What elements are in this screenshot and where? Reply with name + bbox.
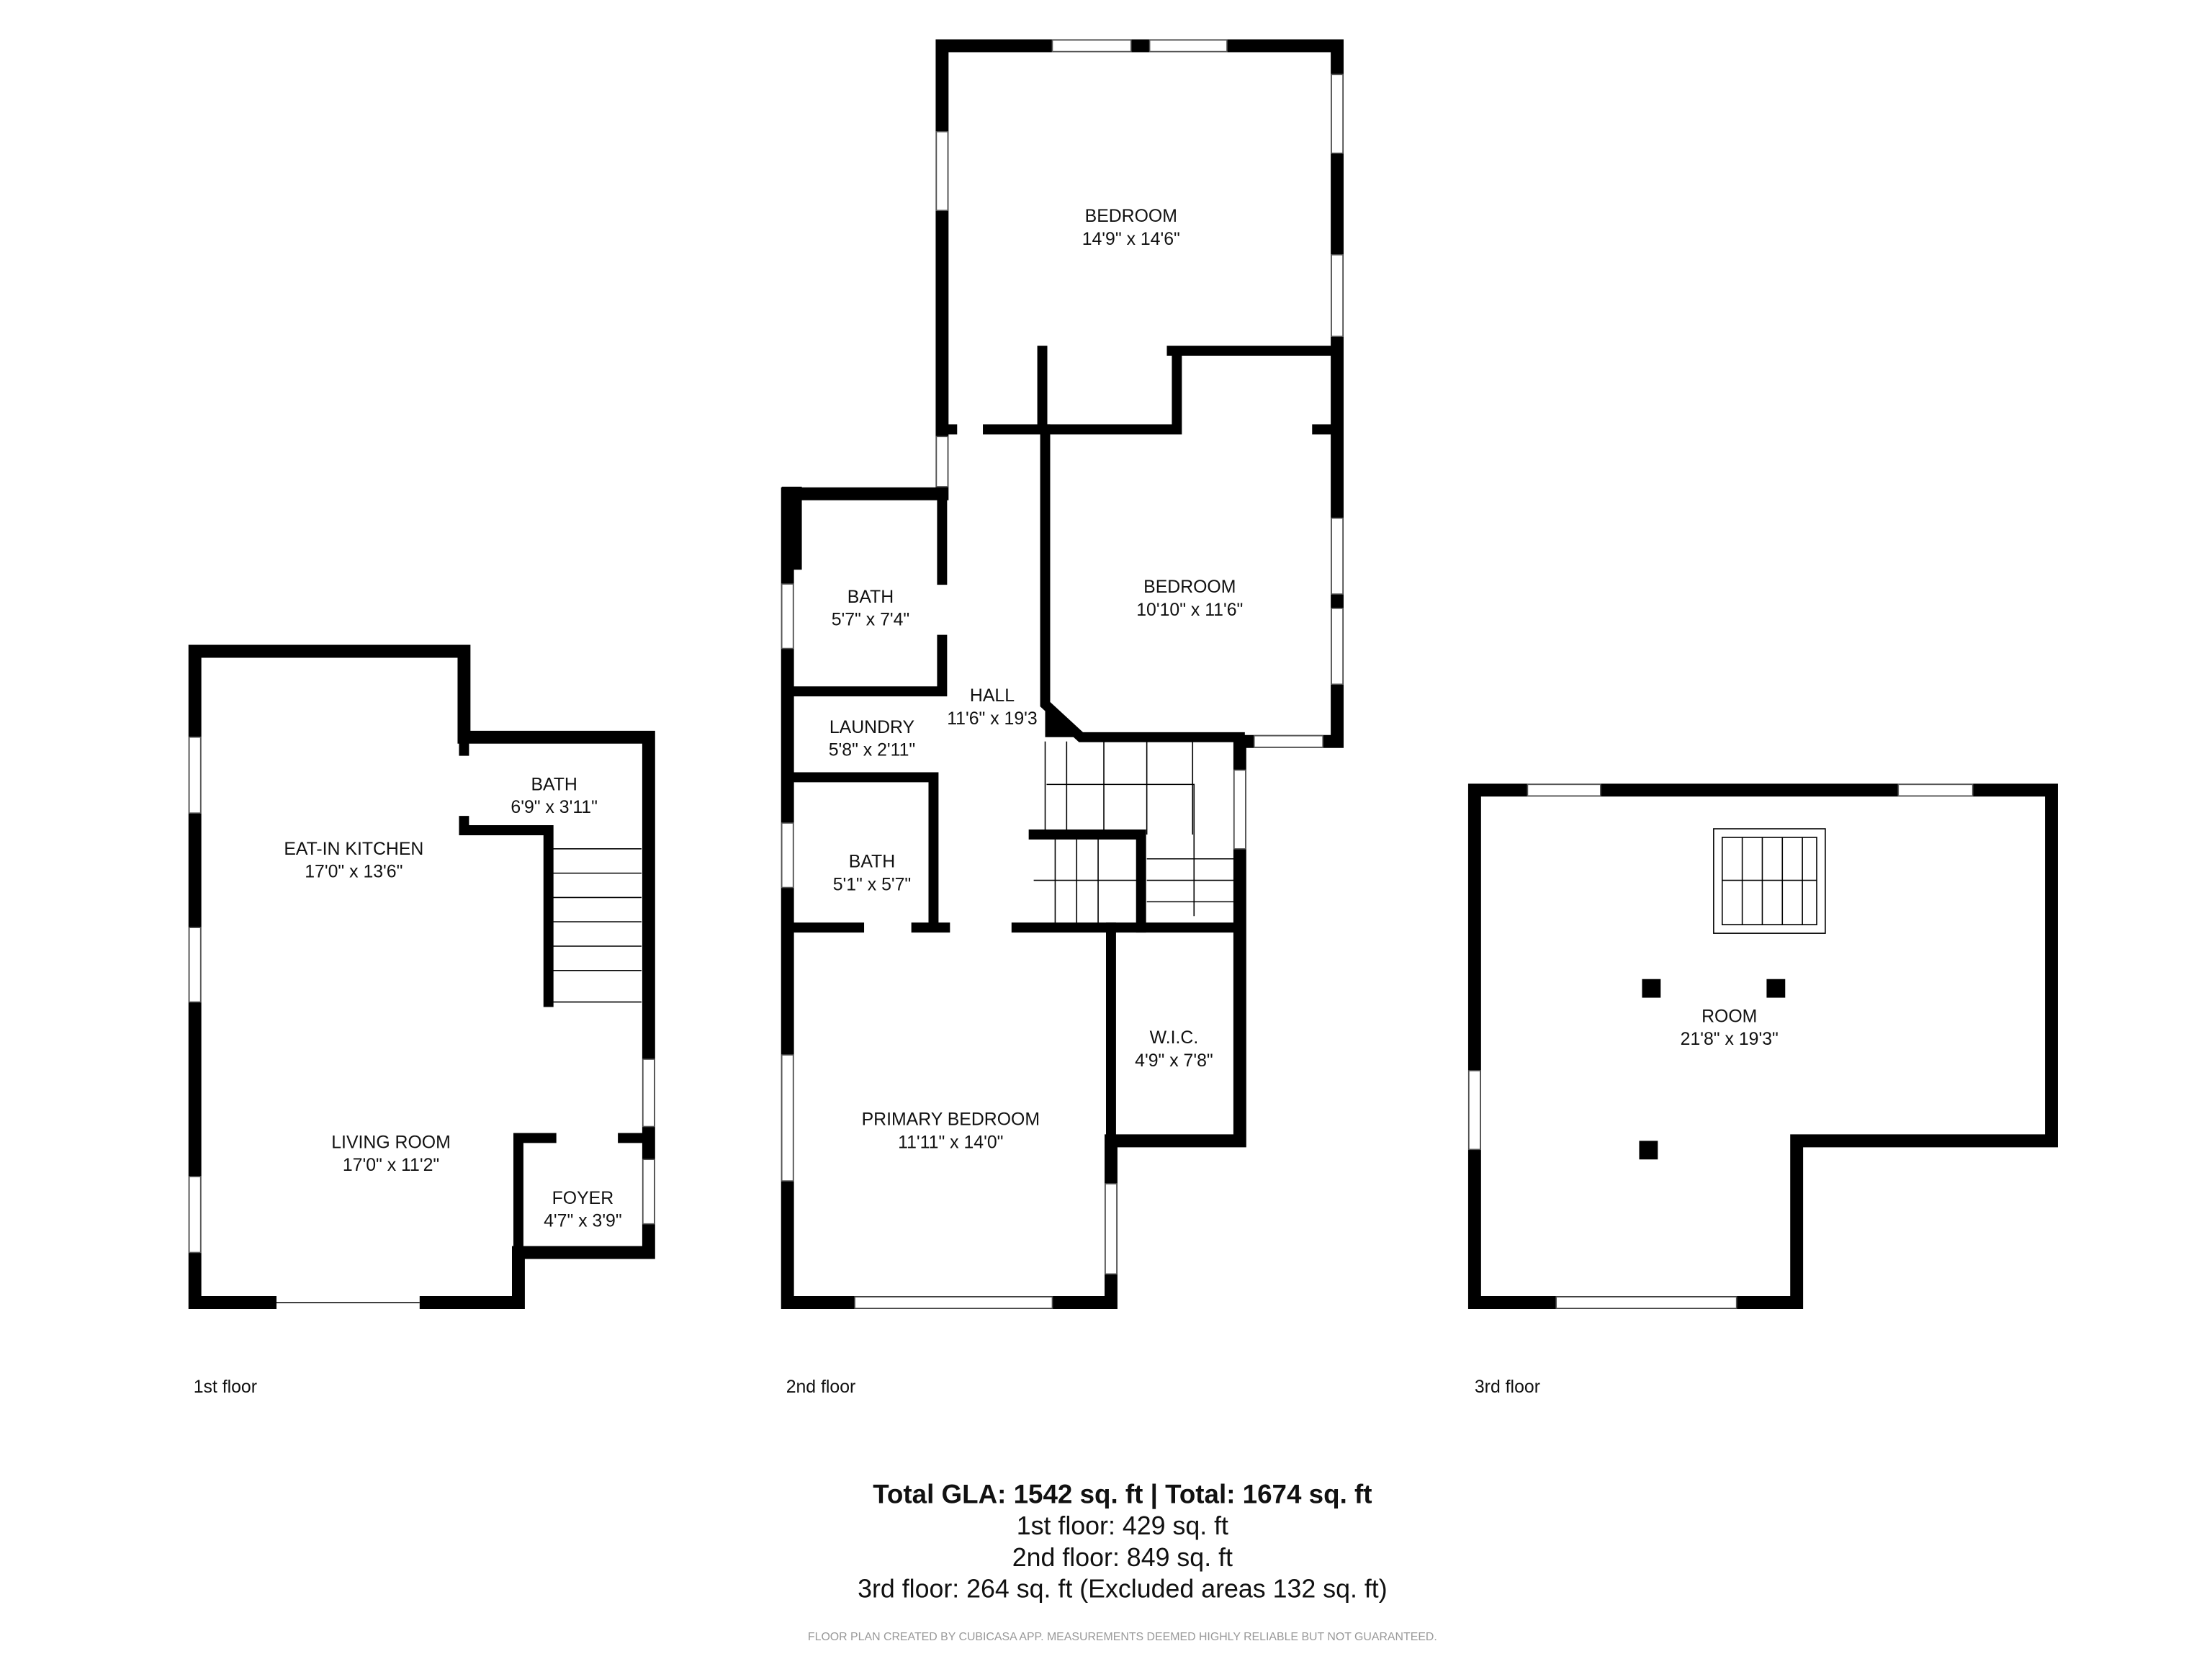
window xyxy=(1331,73,1344,154)
room-name: HALL xyxy=(970,686,1015,706)
room-dims: 5'7" x 7'4" xyxy=(832,611,910,630)
room-name: BEDROOM xyxy=(1143,577,1236,597)
room-dims: 17'0" x 13'6" xyxy=(305,863,403,882)
window xyxy=(1233,769,1246,850)
room-name: LAUNDRY xyxy=(830,718,915,737)
room-label: PRIMARY BEDROOM 11'11" x 14'0" xyxy=(862,1110,1040,1153)
room-dims: 14'9" x 14'6" xyxy=(1082,230,1180,249)
window xyxy=(1897,783,1974,797)
room-dims: 5'8" x 2'11" xyxy=(829,741,916,760)
second-floor-plan xyxy=(781,39,1344,1309)
window xyxy=(935,131,949,212)
window xyxy=(854,1296,1053,1309)
room-dims: 5'1" x 5'7" xyxy=(833,875,912,894)
window xyxy=(935,436,949,487)
room-label: W.I.C. 4'9" x 7'8" xyxy=(1135,1028,1213,1071)
room-label: BEDROOM 10'10" x 11'6" xyxy=(1136,577,1243,620)
room-name: FOYER xyxy=(552,1189,614,1208)
room-name: BATH xyxy=(531,775,577,794)
room-dims: 17'0" x 11'2" xyxy=(343,1156,439,1175)
attic-stair-hatch xyxy=(1713,828,1826,934)
room-label: LAUNDRY 5'8" x 2'11" xyxy=(829,718,916,760)
first-floor-plan xyxy=(188,644,655,1310)
window xyxy=(1148,39,1228,53)
window xyxy=(1105,1183,1118,1275)
room-label: BATH 5'7" x 7'4" xyxy=(832,588,910,630)
floor2-area: 2nd floor: 849 sq. ft xyxy=(1012,1543,1233,1572)
room-label: EAT-IN KITCHEN 17'0" x 13'6" xyxy=(284,840,423,882)
room-name: ROOM xyxy=(1701,1007,1757,1026)
room-label: HALL 11'6" x 19'3 xyxy=(947,686,1038,729)
room-label: ROOM 21'8" x 19'3" xyxy=(1681,1007,1779,1049)
window xyxy=(781,1054,794,1182)
room-label: BATH 5'1" x 5'7" xyxy=(833,853,912,895)
floor3-area: 3rd floor: 264 sq. ft (Excluded areas 13… xyxy=(858,1575,1388,1604)
window xyxy=(1527,783,1601,797)
total-gla: Total GLA: 1542 sq. ft | Total: 1674 sq.… xyxy=(873,1479,1372,1509)
room-dims: 4'7" x 3'9" xyxy=(544,1212,622,1231)
room-name: LIVING ROOM xyxy=(331,1133,451,1152)
room-dims: 6'9" x 3'11" xyxy=(511,798,598,817)
room-dims: 21'8" x 19'3" xyxy=(1681,1030,1779,1049)
room-label: LIVING ROOM 17'0" x 11'2" xyxy=(331,1133,451,1175)
room-name: BATH xyxy=(849,853,895,872)
room-name: BATH xyxy=(848,588,894,607)
window xyxy=(642,1058,655,1128)
window xyxy=(1555,1296,1737,1309)
windows xyxy=(188,39,1974,1309)
room-dims: 11'11" x 14'0" xyxy=(898,1133,1003,1152)
window xyxy=(1468,1070,1481,1151)
room-name: EAT-IN KITCHEN xyxy=(284,840,423,859)
floor-label-1: 1st floor xyxy=(194,1377,257,1397)
window xyxy=(1331,254,1344,337)
room-name: BEDROOM xyxy=(1085,207,1177,226)
window xyxy=(1253,734,1323,748)
window xyxy=(642,1159,655,1225)
window xyxy=(188,1176,202,1254)
window xyxy=(781,583,794,649)
room-name: PRIMARY BEDROOM xyxy=(862,1110,1040,1130)
window xyxy=(781,822,794,889)
room-dims: 11'6" x 19'3 xyxy=(947,709,1038,729)
window xyxy=(1331,517,1344,595)
disclaimer: FLOOR PLAN CREATED BY CUBICASA APP. MEAS… xyxy=(808,1631,1437,1643)
window xyxy=(188,736,202,814)
window xyxy=(1331,608,1344,685)
floor1-area: 1st floor: 429 sq. ft xyxy=(1017,1511,1228,1540)
room-name: W.I.C. xyxy=(1150,1028,1199,1048)
room-dims: 4'9" x 7'8" xyxy=(1135,1051,1213,1071)
room-label: BATH 6'9" x 3'11" xyxy=(511,775,598,817)
room-dims: 10'10" x 11'6" xyxy=(1136,601,1243,620)
floor-label-2: 2nd floor xyxy=(786,1377,856,1397)
room-label: FOYER 4'7" x 3'9" xyxy=(544,1189,622,1231)
floor-label-3: 3rd floor xyxy=(1475,1377,1540,1397)
room-labels: EAT-IN KITCHEN 17'0" x 13'6" BATH 6'9" x 3'… xyxy=(284,207,1779,1231)
window xyxy=(188,927,202,1003)
window xyxy=(1051,39,1132,53)
room-label: BEDROOM 14'9" x 14'6" xyxy=(1082,207,1180,249)
third-floor-plan xyxy=(1467,783,2058,1309)
